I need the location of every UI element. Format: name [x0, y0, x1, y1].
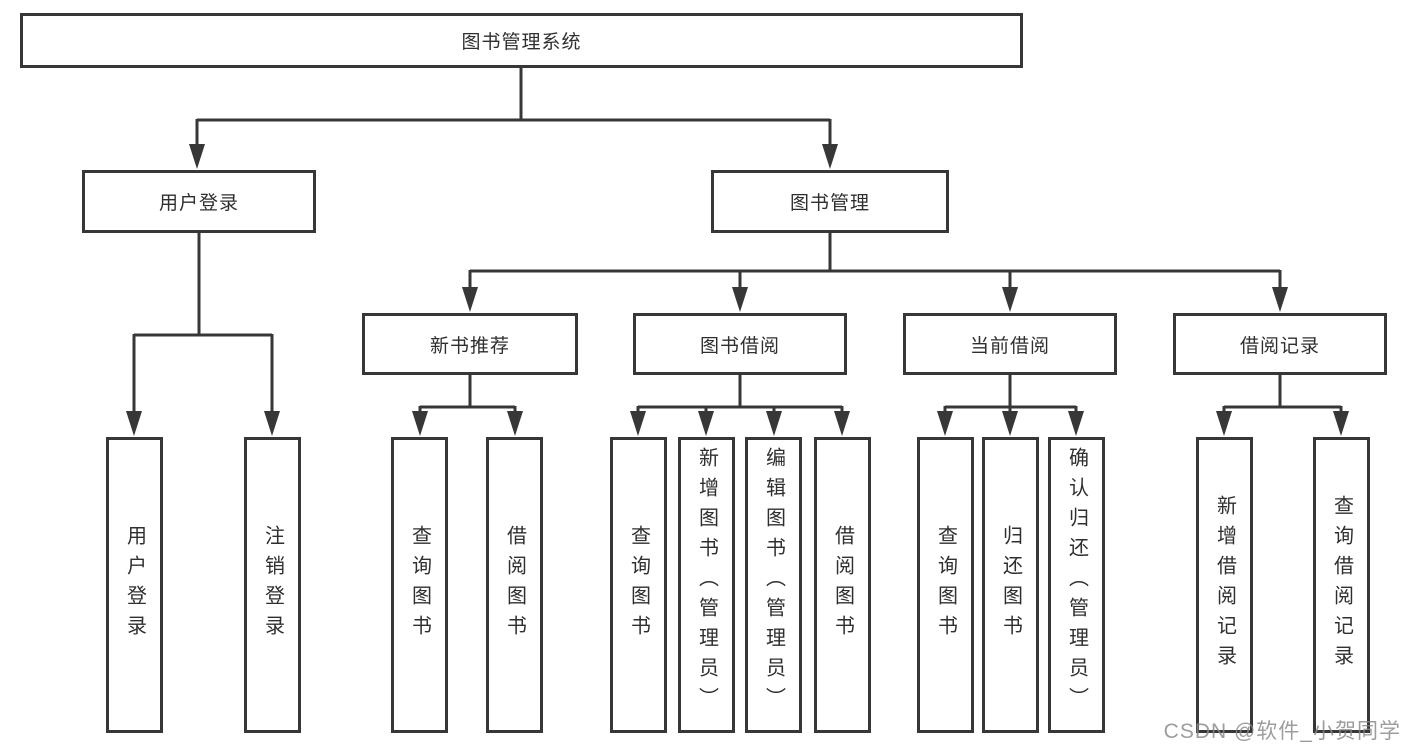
leaf-add-borrow-record-label: 新增借阅记录	[1213, 495, 1236, 675]
leaf-confirm-return-admin-label: 确认归还（管理员）	[1065, 447, 1088, 717]
leaf-query-books-borrow: 查询图书	[610, 437, 667, 733]
node-library-system-label: 图书管理系统	[461, 32, 582, 53]
leaf-query-borrow-record-label: 查询借阅记录	[1330, 495, 1353, 675]
leaf-query-borrow-record: 查询借阅记录	[1313, 437, 1370, 733]
leaf-return-books: 归还图书	[982, 437, 1039, 733]
leaf-query-books-current: 查询图书	[917, 437, 974, 733]
node-book-borrow-label: 图书借阅	[699, 335, 780, 357]
node-user-login-label: 用户登录	[158, 193, 239, 214]
leaf-logout: 注销登录	[244, 437, 301, 733]
leaf-edit-books-admin: 编辑图书（管理员）	[745, 437, 802, 733]
leaf-query-books-current-label: 查询图书	[934, 525, 957, 645]
node-new-book-recommend-label: 新书推荐	[429, 335, 510, 357]
arrowheads	[126, 144, 1349, 436]
leaf-logout-label: 注销登录	[261, 525, 284, 645]
node-current-borrow-label: 当前借阅	[969, 335, 1050, 357]
leaf-query-books-borrow-label: 查询图书	[627, 525, 650, 645]
leaf-edit-books-admin-label: 编辑图书（管理员）	[762, 447, 785, 717]
node-new-book-recommend: 新书推荐	[362, 313, 578, 375]
node-book-management-label: 图书管理	[789, 193, 870, 214]
leaf-query-books-recommend-label: 查询图书	[408, 525, 431, 645]
node-book-borrow: 图书借阅	[633, 313, 847, 375]
leaf-add-books-admin-label: 新增图书（管理员）	[695, 447, 718, 717]
node-book-management: 图书管理	[711, 170, 949, 233]
leaf-add-books-admin: 新增图书（管理员）	[678, 437, 735, 733]
leaf-confirm-return-admin: 确认归还（管理员）	[1048, 437, 1105, 733]
leaf-borrow-books-label: 借阅图书	[831, 525, 854, 645]
leaf-borrow-books-recommend: 借阅图书	[486, 437, 543, 733]
node-current-borrow: 当前借阅	[903, 313, 1117, 375]
leaf-add-borrow-record: 新增借阅记录	[1196, 437, 1253, 733]
leaf-user-login: 用户登录	[106, 437, 163, 733]
node-user-login: 用户登录	[82, 170, 316, 233]
leaf-borrow-books: 借阅图书	[814, 437, 871, 733]
node-borrow-records-label: 借阅记录	[1239, 335, 1320, 357]
node-borrow-records: 借阅记录	[1173, 313, 1387, 375]
leaf-user-login-label: 用户登录	[123, 525, 146, 645]
csdn-watermark: CSDN @软件_小贺同学	[1163, 720, 1401, 743]
leaf-query-books-recommend: 查询图书	[391, 437, 448, 733]
leaf-borrow-books-recommend-label: 借阅图书	[503, 525, 526, 645]
leaf-return-books-label: 归还图书	[999, 525, 1022, 645]
node-library-system: 图书管理系统	[20, 13, 1023, 68]
